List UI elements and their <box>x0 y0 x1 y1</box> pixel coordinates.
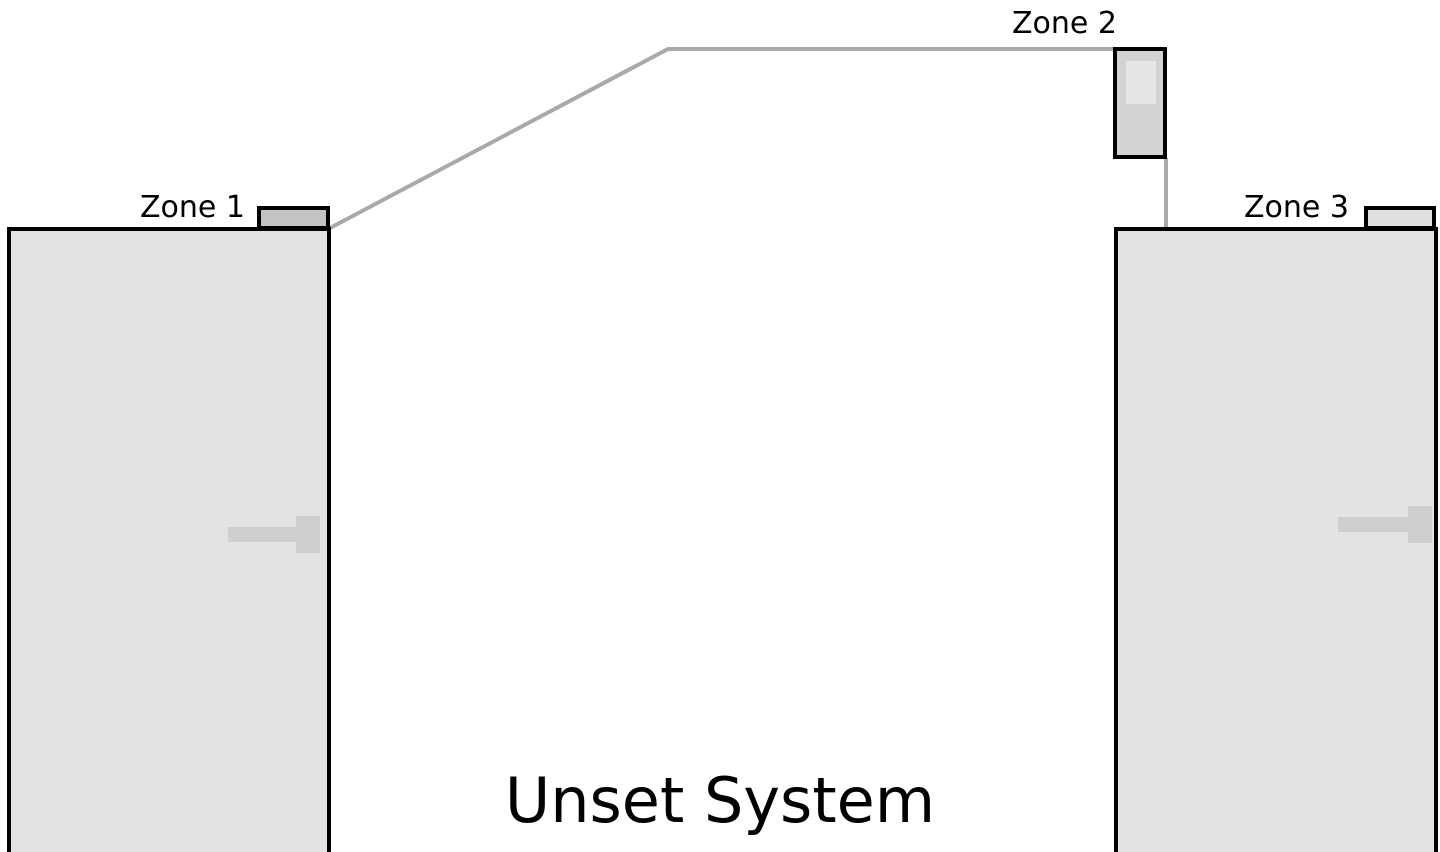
zone3-label: Zone 3 <box>1244 190 1349 225</box>
system-status-title: Unset System <box>504 764 936 837</box>
zone2-sensor <box>1113 47 1167 159</box>
zone1-sensor <box>257 206 330 230</box>
right-door-handle-bar <box>1338 517 1412 532</box>
wire-zone1-to-zone2 <box>329 47 1114 230</box>
left-door <box>7 227 331 852</box>
right-door-panel <box>1114 227 1438 852</box>
left-door-handle-plate <box>296 516 320 553</box>
right-door <box>1114 227 1438 852</box>
right-door-handle <box>1338 506 1432 543</box>
left-door-handle <box>228 516 320 553</box>
right-door-handle-plate <box>1408 506 1432 543</box>
left-door-handle-bar <box>228 527 300 542</box>
zone2-label: Zone 2 <box>1012 6 1117 41</box>
zone2-sensor-lens <box>1126 61 1156 104</box>
zone1-label: Zone 1 <box>140 190 245 225</box>
zone3-sensor <box>1364 206 1436 230</box>
